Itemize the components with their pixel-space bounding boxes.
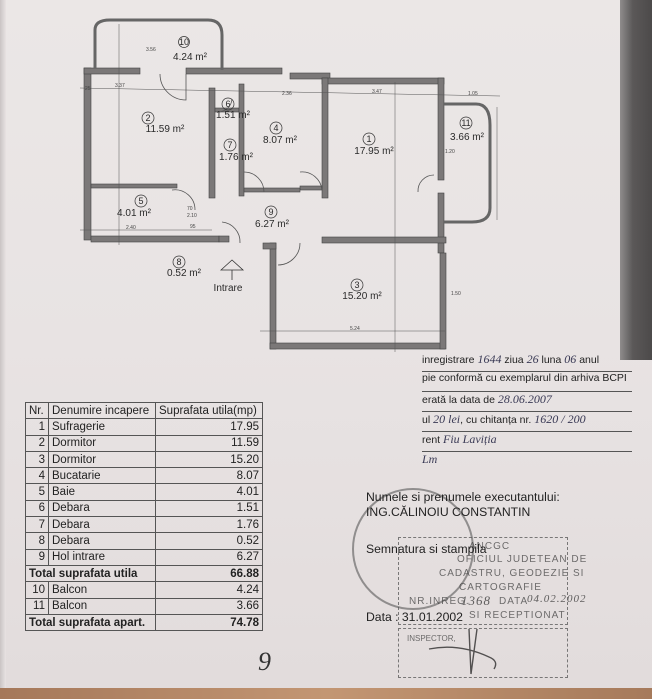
room-area-3: 15.20 m² [342,291,382,302]
room-area-10: 4.24 m² [173,52,208,63]
table-surface [0,688,652,699]
room-number-2: 2 [145,113,150,123]
registration-signature: Lm [422,452,438,466]
room-area-9: 6.27 m² [255,219,290,230]
svg-text:3.56: 3.56 [146,47,156,53]
registration-line-3: erată la data de 28.06.2007 [422,392,632,412]
floor-plan: 10 4.24 m² 2 11.59 m² 6 1.51 m² 7 1.76 m… [79,18,501,352]
round-stamp [352,488,474,610]
page-shadow [620,0,652,360]
registration-block: inregistrare 1644 ziua 26 luna 06 anul p… [422,352,632,470]
svg-text:2.36: 2.36 [282,91,292,97]
room-number-7: 7 [227,140,232,150]
svg-text:1.20: 1.20 [445,149,455,155]
inspector-signature [428,629,497,675]
svg-text:3.47: 3.47 [372,89,382,95]
room-number-3: 3 [354,280,359,290]
svg-text:3.37: 3.37 [115,83,125,89]
svg-text:5.24: 5.24 [350,326,360,332]
table-header-row: Nr. Denumire incapere Suprafata utila(mp… [25,401,263,420]
room-area-7: 1.76 m² [219,152,254,163]
wall [83,67,92,241]
room-number-5: 5 [138,196,143,206]
header-area: Suprafata utila(mp) [155,401,263,420]
room-number-8: 8 [176,257,181,267]
svg-text:2.10: 2.10 [187,213,197,219]
svg-text:1.50: 1.50 [451,291,461,297]
header-nr: Nr. [25,401,49,420]
room-number-6: 6 [225,99,230,109]
header-name: Denumire incapere [48,401,156,420]
room-area-5: 4.01 m² [117,208,152,219]
svg-text:1.05: 1.05 [468,91,478,97]
room-area-11: 3.66 m² [450,132,485,143]
room-number-11: 11 [461,118,470,128]
entrance-arrow-icon [219,259,245,271]
rectangular-stamp: ANCGC OFICIUL JUDETEAN DE CADASTRU, GEOD… [398,537,586,625]
room-number-9: 9 [268,207,273,217]
room-area-8: 0.52 m² [167,268,202,279]
entrance-label: Intrare [214,283,243,294]
room-area-6: 1.51 m² [216,110,251,121]
page-mark: 9 [258,647,271,676]
room-number-4: 4 [273,123,278,133]
room-area-4: 8.07 m² [263,135,298,146]
svg-text:70: 70 [187,206,193,212]
executant-block: Numele si prenumele executantului: ING.C… [366,490,560,556]
room-number-10: 10 [179,37,189,47]
executant-date: Data : 31.01.2002 [366,610,463,624]
registration-line-1: inregistrare 1644 ziua 26 luna 06 anul [422,352,632,372]
svg-text:2.40: 2.40 [126,225,136,231]
svg-text:95: 95 [190,224,196,230]
room-area-2: 11.59 m² [146,124,185,135]
total-apart-row: Total suprafata apart.74.78 [25,613,263,632]
page-edge [0,0,6,690]
registration-line-4: ul 20 lei, cu chitanța nr. 1620 / 200 [422,412,632,432]
registration-line-5: rent Fiu Laviția [422,432,632,452]
svg-text:25: 25 [85,86,91,92]
room-number-1: 1 [366,134,371,144]
registration-line-2: pie conformă cu exemplarul din arhiva BC… [422,372,632,392]
inspector-box: INSPECTOR, [398,628,568,678]
room-area-table: Nr. Denumire incapere Suprafata utila(mp… [25,401,263,632]
room-area-1: 17.95 m² [354,146,394,157]
